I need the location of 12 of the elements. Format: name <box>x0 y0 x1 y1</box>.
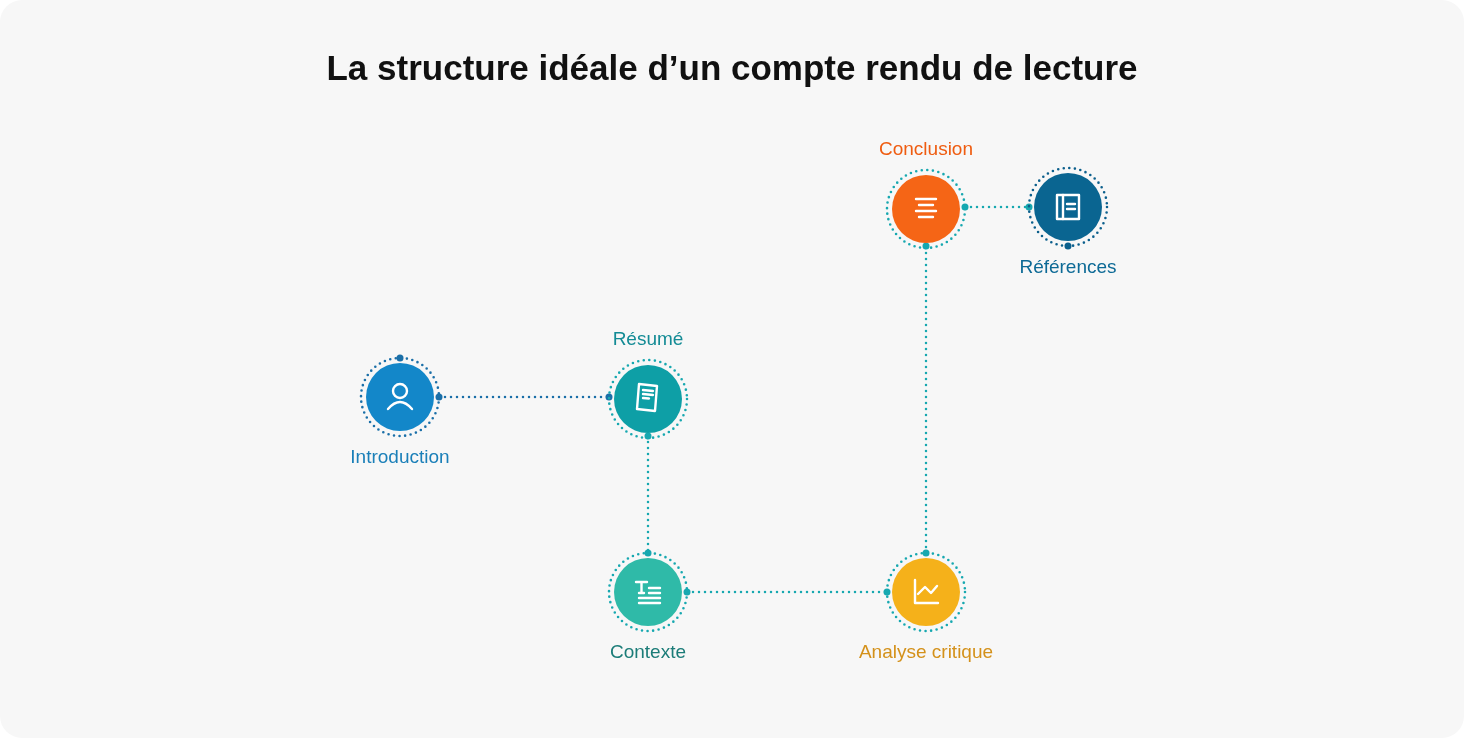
step-label: Conclusion <box>879 137 973 161</box>
step-label: Analyse critique <box>858 640 994 664</box>
step-label: Résumé <box>612 327 684 351</box>
step-label: Introduction <box>350 445 450 469</box>
dotted-connector <box>683 588 891 596</box>
dotted-connector <box>961 203 1033 211</box>
step-label: Références <box>1019 255 1117 279</box>
dotted-connector <box>922 242 930 557</box>
step-label: Contexte <box>609 640 686 664</box>
dotted-connector <box>644 432 652 557</box>
dotted-connector <box>435 393 613 401</box>
title: La structure idéale d’un compte rendu de lecture <box>326 48 1138 88</box>
